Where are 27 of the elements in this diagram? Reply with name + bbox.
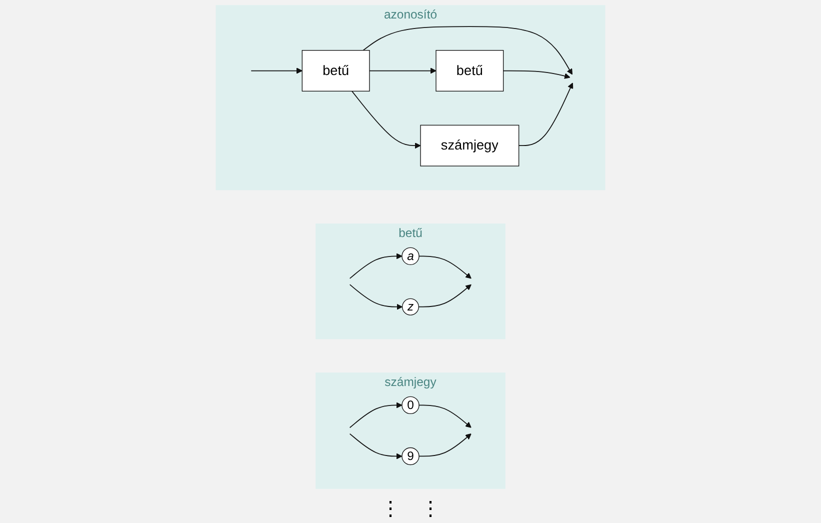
arrow <box>369 68 436 74</box>
arrow <box>349 402 402 428</box>
arrow <box>352 90 421 149</box>
arrow <box>349 284 403 310</box>
ellipsis-label: ⋮ <box>420 497 440 521</box>
arrow <box>250 68 302 74</box>
syntax-diagram: azonosító betű betű számjegy betű a z számjegy 0 9 <box>0 0 821 494</box>
node-circle <box>402 447 420 466</box>
arrow <box>502 70 570 79</box>
arrow <box>418 256 472 279</box>
node-box <box>436 50 504 92</box>
node-box <box>420 124 520 166</box>
arrow <box>349 253 402 279</box>
node-circle <box>402 298 419 316</box>
node-circle <box>402 396 420 414</box>
arrow <box>418 404 472 428</box>
cluster <box>316 372 506 489</box>
arrow <box>518 82 574 146</box>
arrow <box>418 284 472 308</box>
node-circle <box>402 247 420 266</box>
ellipsis-label: ⋮ <box>380 497 400 521</box>
cluster <box>216 5 606 190</box>
cluster <box>316 224 506 340</box>
node-box <box>302 50 370 92</box>
arrow <box>418 434 472 457</box>
arrow <box>349 433 402 460</box>
arrow <box>362 26 572 75</box>
